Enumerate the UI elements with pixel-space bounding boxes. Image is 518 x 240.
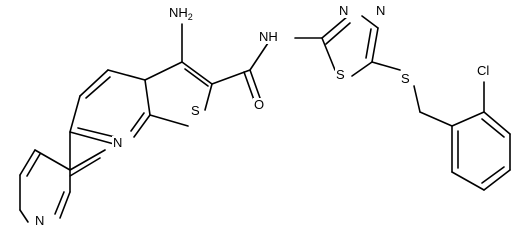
amide-group xyxy=(211,42,269,101)
thioether-sulfur-label: S xyxy=(400,71,411,86)
amide-nh-label: NH xyxy=(258,29,279,44)
pyridine-ring-fused xyxy=(69,69,151,145)
thiophene-ring xyxy=(144,61,213,127)
thioether-benzyl xyxy=(371,61,453,127)
carbonyl-oxygen-label: O xyxy=(253,97,266,112)
thiadiazole-nitrogen-2-label: N xyxy=(375,3,387,18)
terminal-pyridine-nitrogen-label: N xyxy=(34,213,46,228)
amino-label: NH2 xyxy=(168,5,194,22)
pyridine-ring-terminal xyxy=(19,149,106,223)
thiadiazole-nitrogen-1-label: N xyxy=(338,3,350,18)
bond-drawing xyxy=(19,15,511,223)
thiophene-sulfur-label: S xyxy=(190,103,201,118)
molecule-canvas: NH2 NH S O N N N N S S Cl xyxy=(19,3,511,228)
chlorine-label: Cl xyxy=(476,63,491,78)
thiadiazole-sulfur-label: S xyxy=(335,67,346,82)
thiadiazole-ring xyxy=(294,15,379,77)
fused-pyridine-nitrogen-label: N xyxy=(112,135,124,150)
chlorophenyl-ring xyxy=(451,81,511,191)
